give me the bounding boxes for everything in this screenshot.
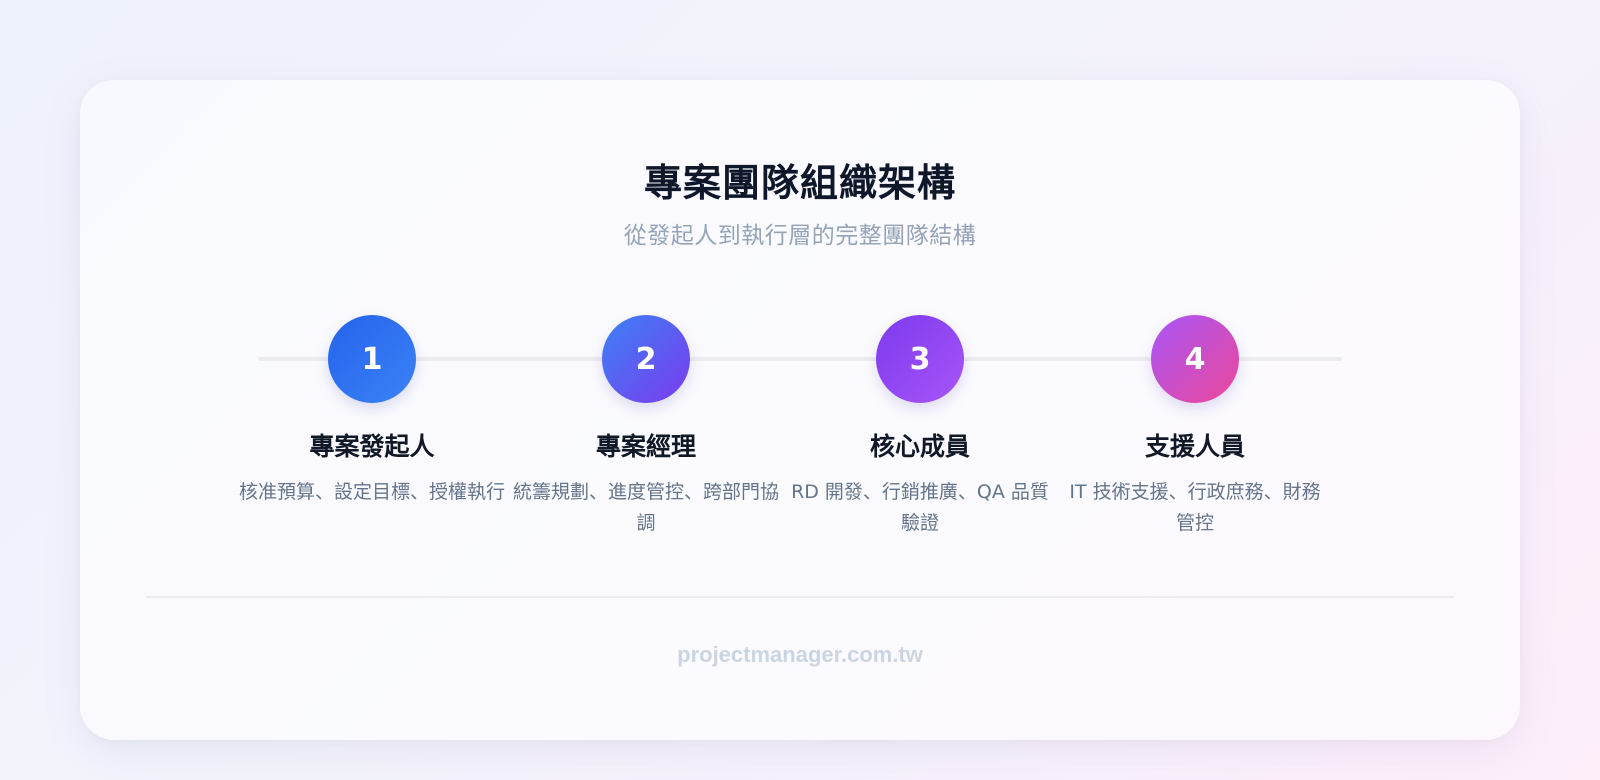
page-title: 專案團隊組織架構 <box>643 161 956 205</box>
step-project-manager: 2 專案經理 統籌規劃、進度管控、跨部門協調 <box>506 315 786 539</box>
step-support-staff: 4 支援人員 IT 技術支援、行政庶務、財務管控 <box>1055 315 1335 539</box>
step-number-badge: 1 <box>328 315 416 403</box>
step-title: 核心成員 <box>869 432 970 461</box>
timeline-track <box>258 357 1342 361</box>
step-number-badge: 4 <box>1151 315 1239 403</box>
org-chart-card: 專案團隊組織架構 從發起人到執行層的完整團隊結構 1 專案發起人 核准預算、設定… <box>80 80 1520 740</box>
step-core-members: 3 核心成員 RD 開發、行銷推廣、QA 品質驗證 <box>780 315 1060 539</box>
footer-website: projectmanager.com.tw <box>677 642 923 667</box>
step-title: 專案發起人 <box>309 432 435 461</box>
step-number-badge: 2 <box>602 315 690 403</box>
step-description: 核准預算、設定目標、授權執行 <box>238 481 505 503</box>
page-subtitle: 從發起人到執行層的完整團隊結構 <box>623 223 977 249</box>
step-description: RD 開發、行銷推廣、QA 品質驗證 <box>791 481 1049 534</box>
step-title: 專案經理 <box>595 432 696 461</box>
step-description: IT 技術支援、行政庶務、財務管控 <box>1069 481 1321 534</box>
footer-divider <box>146 596 1454 598</box>
step-description: 統籌規劃、進度管控、跨部門協調 <box>512 481 779 534</box>
step-number-badge: 3 <box>876 315 964 403</box>
step-title: 支援人員 <box>1144 432 1245 461</box>
step-sponsor: 1 專案發起人 核准預算、設定目標、授權執行 <box>232 315 512 508</box>
